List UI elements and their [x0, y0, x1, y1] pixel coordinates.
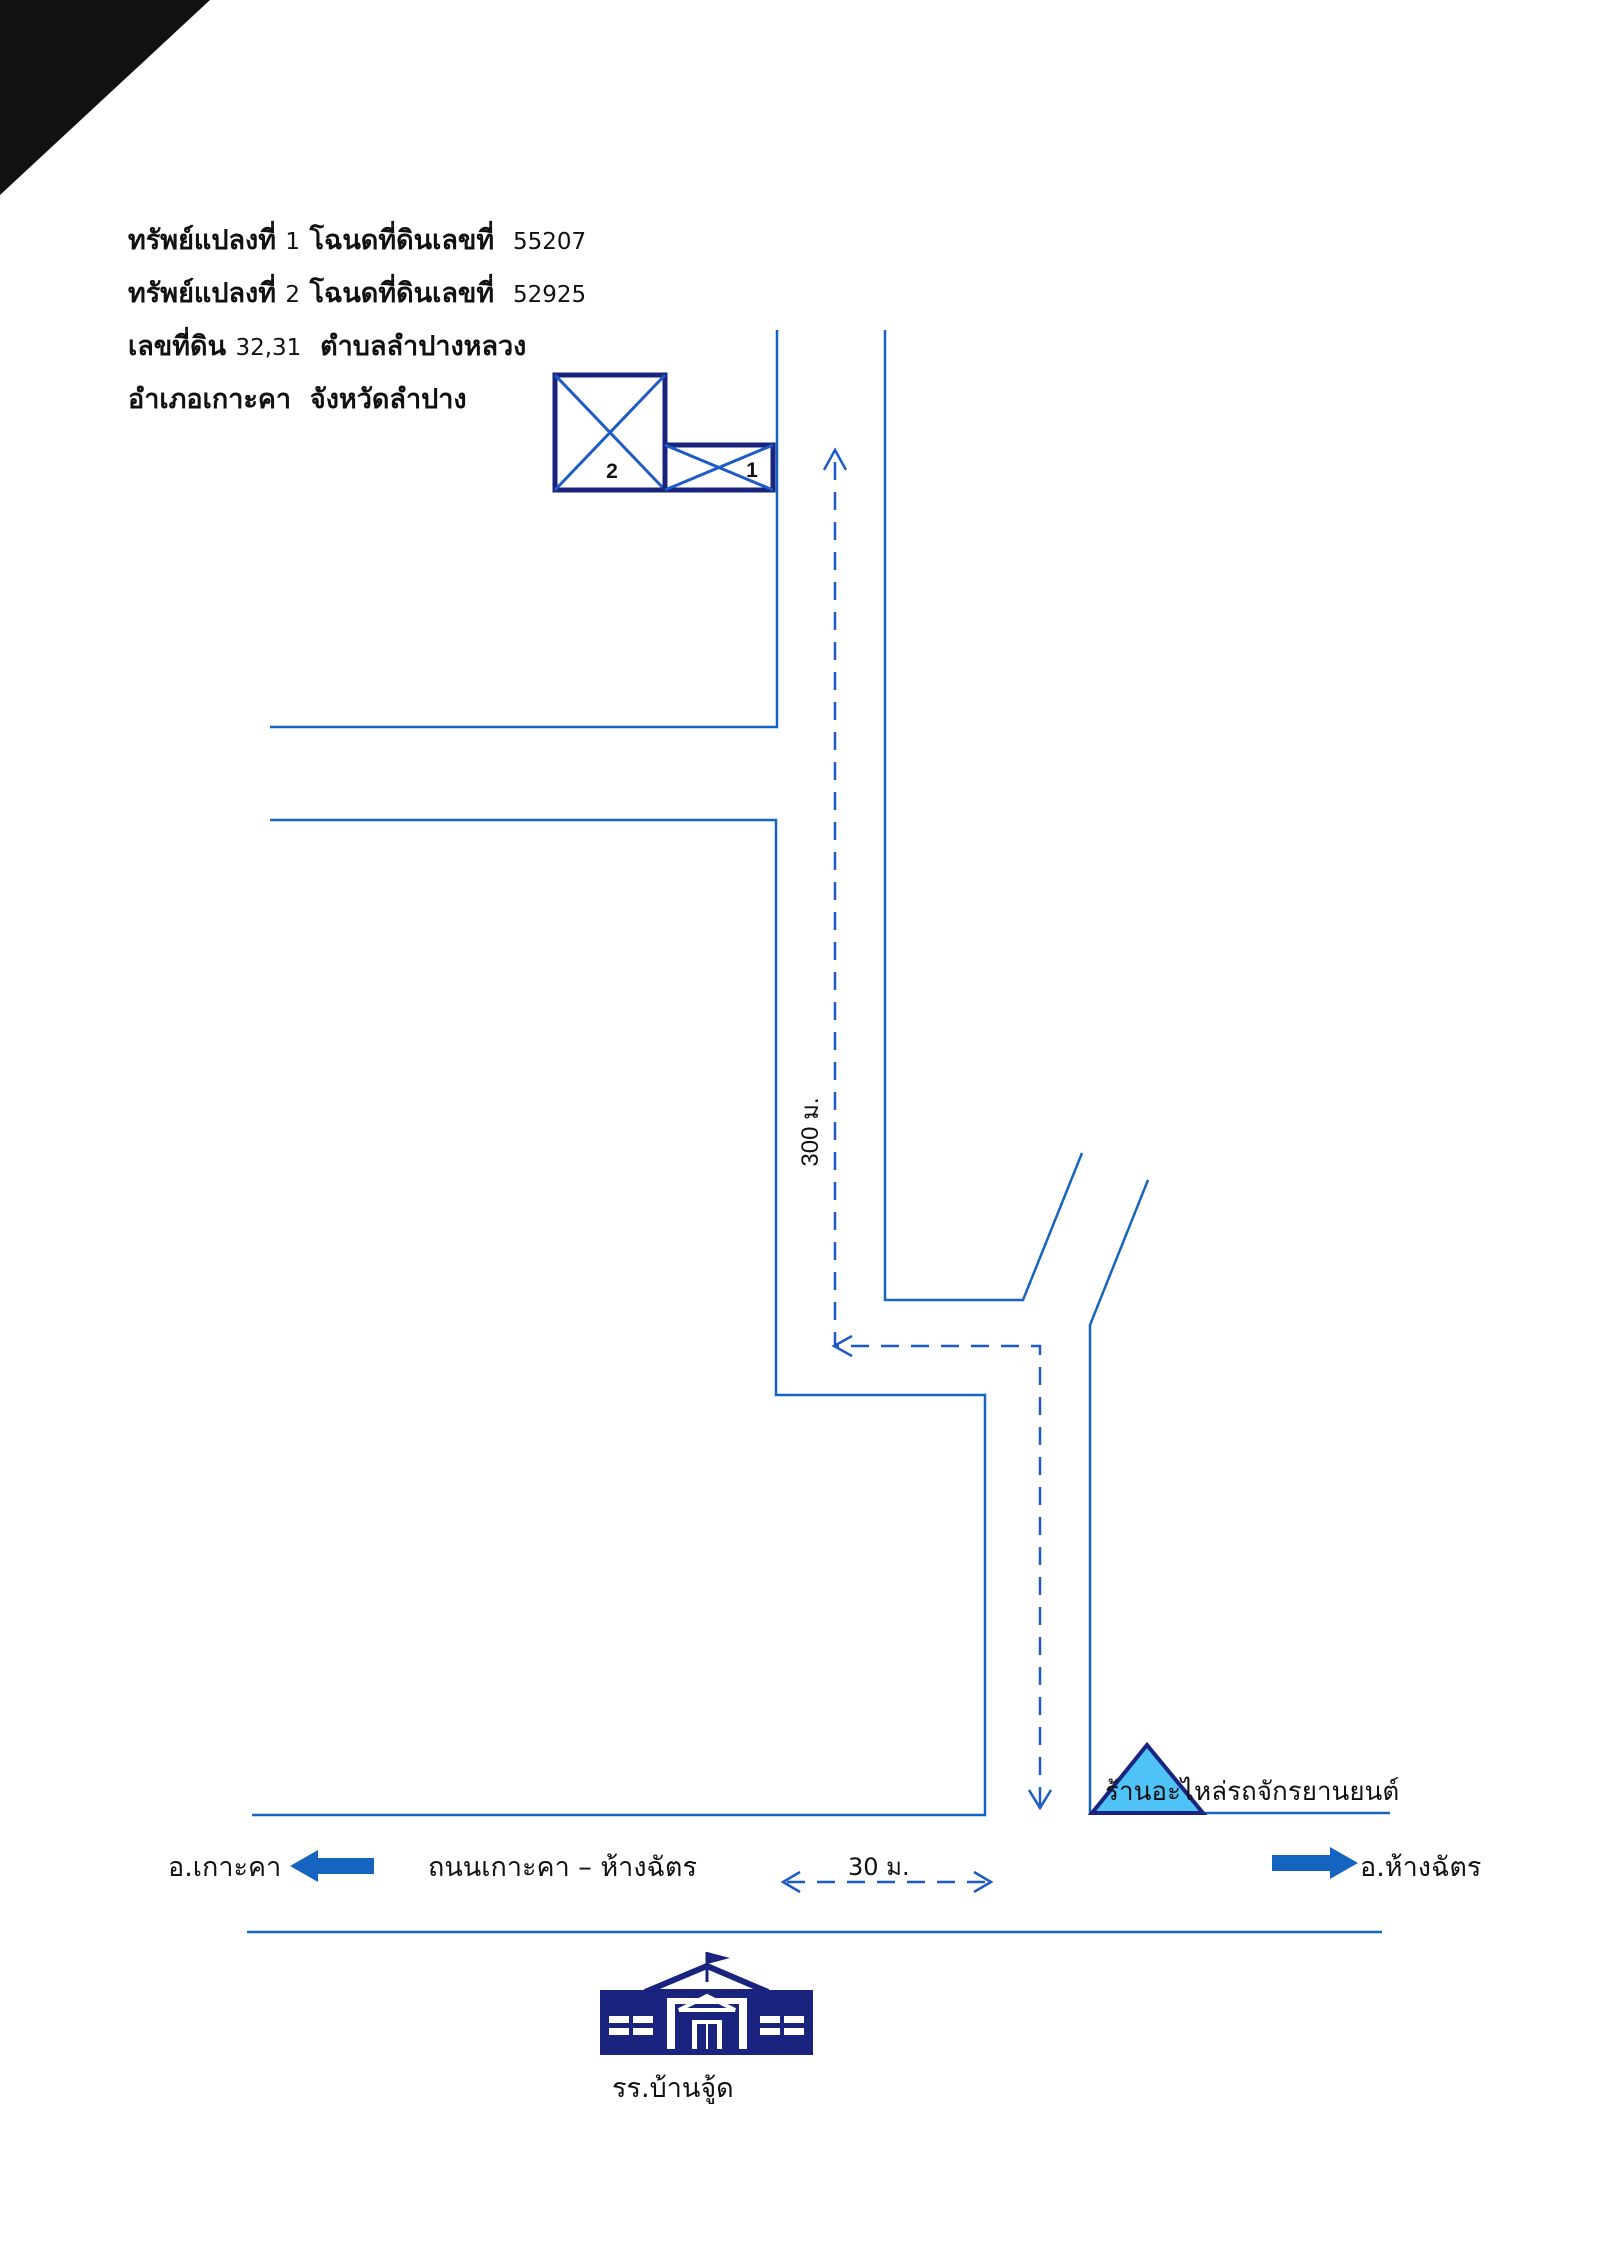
parcel-2-number: 2 — [606, 460, 618, 483]
route-path — [780, 447, 1053, 1894]
header-line-3: เลขที่ดิน 32,31 ตำบลลำปางหลวง — [128, 324, 526, 367]
parcel-number-2: 2 — [285, 282, 301, 308]
header-line-2: ทรัพย์แปลงที่ 2 โฉนดที่ดินเลขที่ 52925 — [128, 271, 586, 314]
parcel-1 — [662, 442, 776, 493]
school-building-icon — [600, 1952, 813, 2055]
deed-number-2: 52925 — [512, 282, 587, 308]
right-arrow-icon — [1272, 1847, 1358, 1879]
parcel-number-1: 1 — [285, 229, 301, 255]
school-label: รร.บ้านจู้ด — [612, 2073, 734, 2104]
deed-label-2: โฉนดที่ดินเลขที่ — [309, 278, 495, 309]
scan-corner — [0, 0, 210, 195]
left-arrow-icon — [290, 1850, 374, 1882]
route-arrowhead-down — [1027, 1789, 1053, 1811]
parcel-label-1: ทรัพย์แปลงที่ — [128, 225, 276, 256]
land-number-value: 32,31 — [235, 335, 302, 361]
distance-arrowhead-left — [780, 1870, 801, 1894]
roads — [247, 330, 1390, 1934]
main-road-label: ถนนเกาะคา – ห้างฉัตร — [428, 1852, 697, 1883]
subdistrict: ตำบลลำปางหลวง — [320, 331, 527, 362]
deed-number-1: 55207 — [512, 229, 587, 255]
parcel-2 — [552, 372, 668, 493]
left-direction-label: อ.เกาะคา — [168, 1852, 282, 1883]
distance-arrowhead-right — [973, 1870, 994, 1894]
distance-300-label: 300 ม. — [797, 1097, 824, 1166]
route-arrowhead-left — [831, 1334, 853, 1358]
province: จังหวัดลำปาง — [309, 384, 467, 415]
parcel-label-2: ทรัพย์แปลงที่ — [128, 278, 276, 309]
road-edge-right — [883, 330, 1084, 1302]
road-edge-upper-left — [270, 330, 779, 729]
shop-label: ร้านอะไหล่รถจักรยานยนต์ — [1105, 1777, 1400, 1807]
road-edge-lower-left — [252, 818, 987, 1817]
district: อำเภอเกาะคา — [128, 384, 292, 415]
route-dashed-line — [833, 453, 1042, 1805]
land-number-label: เลขที่ดิน — [128, 331, 227, 362]
parcel-1-number: 1 — [746, 459, 758, 482]
warning-triangle-icon — [1087, 1741, 1208, 1815]
header-line-1: ทรัพย์แปลงที่ 1 โฉนดที่ดินเลขที่ 55207 — [128, 218, 586, 261]
header-line-4: อำเภอเกาะคา จังหวัดลำปาง — [128, 377, 467, 420]
route-arrowhead-up — [822, 447, 848, 471]
distance-30-label: 30 ม. — [848, 1853, 910, 1881]
deed-label-1: โฉนดที่ดินเลขที่ — [309, 225, 495, 256]
road-edge-far-right — [1088, 1179, 1390, 1815]
right-direction-label: อ.ห้างฉัตร — [1360, 1852, 1482, 1883]
